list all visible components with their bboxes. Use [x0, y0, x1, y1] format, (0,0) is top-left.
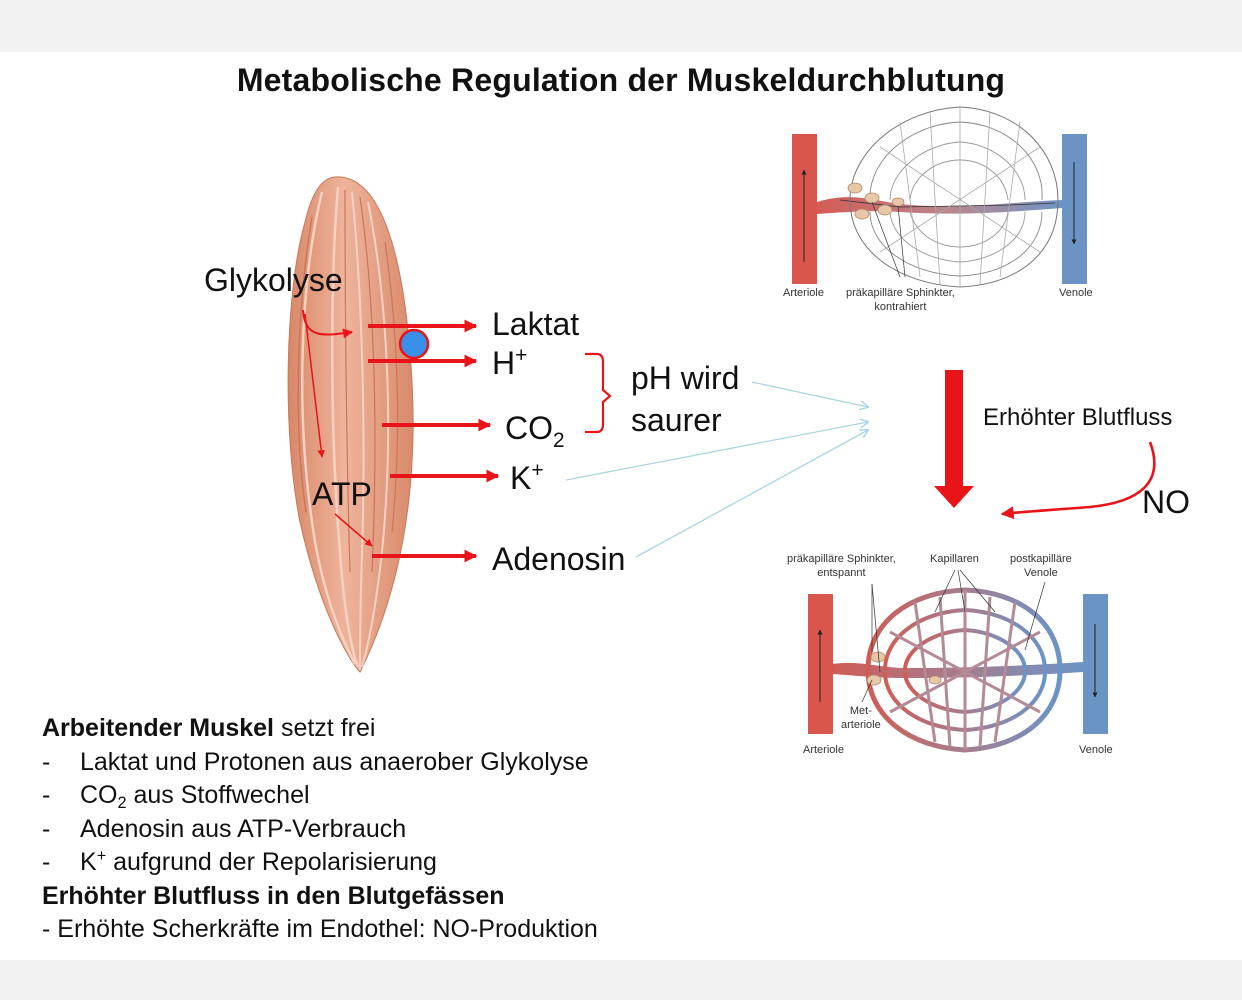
- ph-bracket: [585, 352, 612, 434]
- bottom-arteriole-caption: Arteriole: [803, 744, 844, 756]
- muscle-illustration: [287, 176, 414, 673]
- summary-text: Arbeitender Muskel setzt frei -Laktat un…: [42, 712, 598, 947]
- diagram-graphics: [287, 106, 1156, 753]
- transporter-dot: [398, 328, 430, 360]
- no-label: NO: [1142, 484, 1190, 520]
- slide: Metabolische Regulation der Muskeldurchb…: [0, 52, 1242, 960]
- adenosin-label: Adenosin: [492, 541, 626, 577]
- adenosin-to-effect-arrow: [635, 430, 868, 558]
- capillary-bed-top: [792, 106, 1087, 288]
- glykolyse-atp-arrow: [304, 313, 325, 458]
- h-plus-label: H+: [492, 344, 528, 381]
- summary-bullet-1: -Laktat und Protonen aus anaerober Glyko…: [42, 747, 589, 776]
- no-arrow: [1000, 441, 1156, 520]
- summary-last-line: - Erhöhte Scherkräfte im Endothel: NO-Pr…: [42, 915, 598, 943]
- bottom-sphinkter-caption: präkapilläre Sphinkter, entspannt: [787, 553, 896, 579]
- k-plus-label: K+: [510, 459, 544, 496]
- erhoehter-blutfluss-label: Erhöhter Blutfluss: [983, 404, 1173, 431]
- metarteriole-caption: Met- arteriole: [841, 705, 881, 731]
- laktat-label: Laktat: [492, 306, 580, 342]
- glykolyse-label: Glykolyse: [204, 262, 343, 298]
- ph-label-line2: saurer: [631, 402, 722, 438]
- top-sphinkter-caption: präkapilläre Sphinkter, kontrahiert: [846, 287, 955, 313]
- atp-label: ATP: [312, 476, 372, 512]
- blutfluss-down-arrow: [934, 370, 974, 508]
- page-title: Metabolische Regulation der Muskeldurchb…: [236, 62, 1006, 98]
- capillary-bed-bottom: [808, 569, 1108, 753]
- glykolyse-arrow: [302, 309, 353, 339]
- top-venole-caption: Venole: [1059, 287, 1093, 299]
- summary-heading-1: Arbeitender Muskel setzt frei: [42, 714, 376, 742]
- summary-bullet-3: -Adenosin aus ATP-Verbrauch: [42, 814, 407, 843]
- summary-bullet-2: -CO2 aus Stoffwechel: [42, 781, 310, 812]
- bottom-venole-caption: Venole: [1079, 744, 1113, 756]
- summary-bullet-4: -K+ aufgrund der Repolarisierung: [42, 847, 437, 876]
- ph-label-line1: pH wird: [631, 360, 740, 396]
- atp-adenosin-arrow: [334, 513, 373, 547]
- k-to-effect-arrow: [565, 422, 868, 481]
- kapillaren-caption: Kapillaren: [930, 553, 979, 565]
- summary-heading-2: Erhöhter Blutfluss in den Blutgefässen: [42, 881, 505, 910]
- ph-to-effect-arrow: [751, 381, 868, 407]
- co2-label: CO2: [505, 410, 565, 452]
- postkapillaere-venole-caption: postkapilläre Venole: [1010, 553, 1072, 579]
- top-arteriole-caption: Arteriole: [783, 287, 824, 299]
